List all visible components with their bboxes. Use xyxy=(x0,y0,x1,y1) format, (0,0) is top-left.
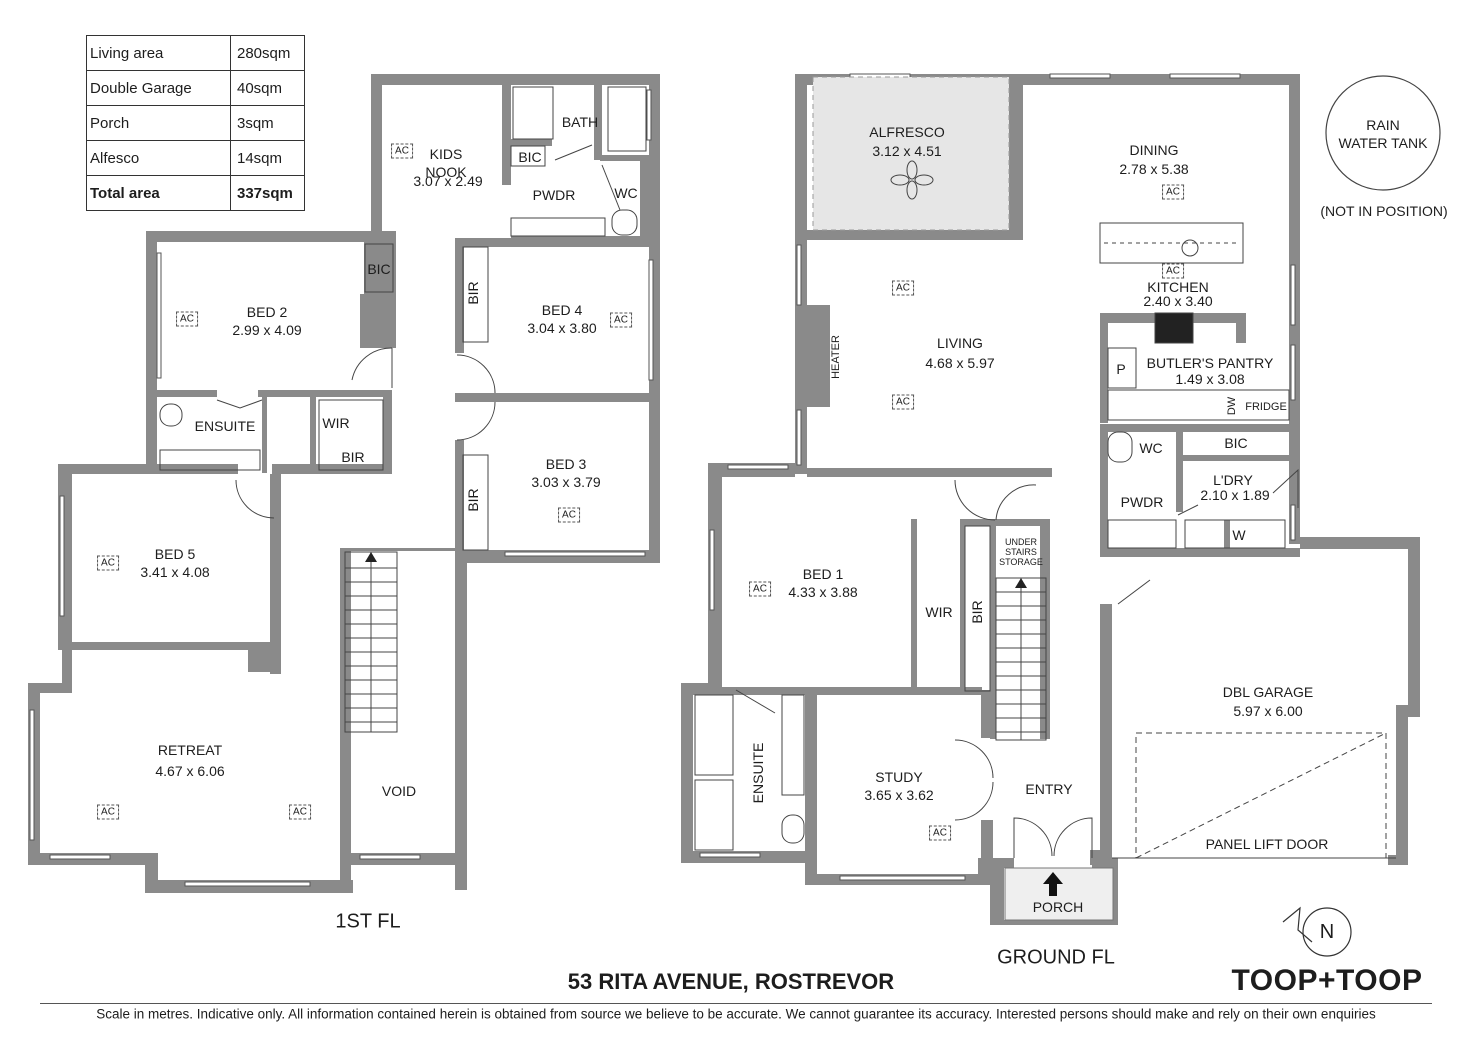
property-address: 53 RITA AVENUE, ROSTREVOR xyxy=(567,969,895,994)
room-bir: BIR xyxy=(969,600,985,624)
ac-unit: AC xyxy=(749,581,771,597)
ac-unit: AC xyxy=(289,804,311,820)
room-garage-size: 5.97 x 6.00 xyxy=(1233,703,1303,719)
dishwasher-label: DW xyxy=(1226,396,1238,416)
room-bed5-size: 3.41 x 4.08 xyxy=(140,564,210,580)
heater-label: HEATER xyxy=(830,335,842,379)
floor-label-ground: GROUND FL xyxy=(997,946,1115,969)
room-kitchen-size: 2.40 x 3.40 xyxy=(1143,293,1213,309)
room-ldry-name: L'DRY xyxy=(1213,472,1253,488)
area-label: Total area xyxy=(86,175,231,211)
ac-unit: AC xyxy=(558,507,580,523)
room-bath: BATH xyxy=(561,114,599,130)
room-pwdr: PWDR xyxy=(532,187,576,203)
room-bed4-size: 3.04 x 3.80 xyxy=(527,320,597,336)
ac-unit: AC xyxy=(97,804,119,820)
ac-unit: AC xyxy=(1162,263,1184,279)
washer-label: W xyxy=(1232,527,1246,543)
room-living-name: LIVING xyxy=(937,335,983,351)
room-bic: BIC xyxy=(367,261,391,277)
area-label: Porch xyxy=(86,105,231,141)
room-ensuite: ENSUITE xyxy=(750,742,766,804)
room-retreat-name: RETREAT xyxy=(157,742,223,758)
room-kids-nook-name: KIDS NOOK xyxy=(425,146,467,180)
area-value: 14sqm xyxy=(230,140,305,176)
area-value: 337sqm xyxy=(230,175,305,211)
room-butlers-pantry-name: BUTLER'S PANTRY xyxy=(1146,355,1274,371)
room-wir: WIR xyxy=(925,604,953,620)
room-bed3-name: BED 3 xyxy=(545,456,587,472)
ac-unit: AC xyxy=(892,394,914,410)
room-bed2-size: 2.99 x 4.09 xyxy=(232,322,302,338)
room-alfresco-name: ALFRESCO xyxy=(869,124,945,140)
room-wc: WC xyxy=(1139,440,1163,456)
room-bic: BIC xyxy=(1224,435,1248,451)
area-value: 3sqm xyxy=(230,105,305,141)
room-void: VOID xyxy=(381,783,417,799)
disclaimer-text: Scale in metres. Indicative only. All in… xyxy=(96,1006,1376,1022)
agency-logo: TOOP+TOOP xyxy=(1231,964,1423,997)
room-dining-name: DINING xyxy=(1129,142,1179,158)
room-bed5-name: BED 5 xyxy=(154,546,196,562)
room-ensuite: ENSUITE xyxy=(194,418,256,434)
ac-unit: AC xyxy=(610,312,632,328)
rain-water-tank-note: (NOT IN POSITION) xyxy=(1320,203,1448,219)
room-bed2-name: BED 2 xyxy=(246,304,288,320)
area-label: Double Garage xyxy=(86,70,231,106)
room-bed1-name: BED 1 xyxy=(802,566,844,582)
under-stairs-storage: UNDER STAIRS STORAGE xyxy=(999,537,1043,567)
ac-unit: AC xyxy=(97,555,119,571)
room-bir: BIR xyxy=(465,281,481,305)
room-living-size: 4.68 x 5.97 xyxy=(925,355,995,371)
room-ldry-size: 2.10 x 1.89 xyxy=(1200,487,1270,503)
ac-unit: AC xyxy=(176,311,198,327)
north-arrow-icon: N xyxy=(1319,921,1335,943)
ac-unit: AC xyxy=(391,143,413,159)
room-study-size: 3.65 x 3.62 xyxy=(864,787,934,803)
room-dining-size: 2.78 x 5.38 xyxy=(1119,161,1189,177)
room-retreat-size: 4.67 x 6.06 xyxy=(155,763,225,779)
rain-water-tank-label: RAIN WATER TANK xyxy=(1338,117,1428,151)
room-butlers-pantry-size: 1.49 x 3.08 xyxy=(1175,371,1245,387)
area-label: Alfesco xyxy=(86,140,231,176)
area-value: 280sqm xyxy=(230,35,305,71)
room-kids-nook-size: 3.07 x 2.49 xyxy=(413,173,483,189)
room-pwdr: PWDR xyxy=(1120,494,1164,510)
pantry-p-label: P xyxy=(1116,361,1126,377)
area-value: 40sqm xyxy=(230,70,305,106)
room-bir: BIR xyxy=(341,449,365,465)
fridge-label: FRIDGE xyxy=(1245,401,1287,413)
room-garage-name: DBL GARAGE xyxy=(1222,684,1314,700)
ac-unit: AC xyxy=(929,825,951,841)
ac-unit: AC xyxy=(1162,184,1184,200)
ac-unit: AC xyxy=(892,280,914,296)
room-porch: PORCH xyxy=(1032,899,1084,915)
area-label: Living area xyxy=(86,35,231,71)
floor-label-first: 1ST FL xyxy=(335,910,401,933)
room-bed3-size: 3.03 x 3.79 xyxy=(531,474,601,490)
room-kitchen-name: KITCHEN xyxy=(1147,279,1209,295)
room-study-name: STUDY xyxy=(875,769,923,785)
room-entry: ENTRY xyxy=(1025,781,1073,797)
room-bic: BIC xyxy=(518,149,542,165)
room-wir: WIR xyxy=(322,415,350,431)
room-wc: WC xyxy=(614,185,638,201)
room-alfresco-size: 3.12 x 4.51 xyxy=(872,143,942,159)
room-bir: BIR xyxy=(465,488,481,512)
panel-lift-door-label: PANEL LIFT DOOR xyxy=(1205,836,1329,852)
footer-divider xyxy=(40,1003,1432,1004)
room-bed1-size: 4.33 x 3.88 xyxy=(788,584,858,600)
room-bed4-name: BED 4 xyxy=(541,302,583,318)
